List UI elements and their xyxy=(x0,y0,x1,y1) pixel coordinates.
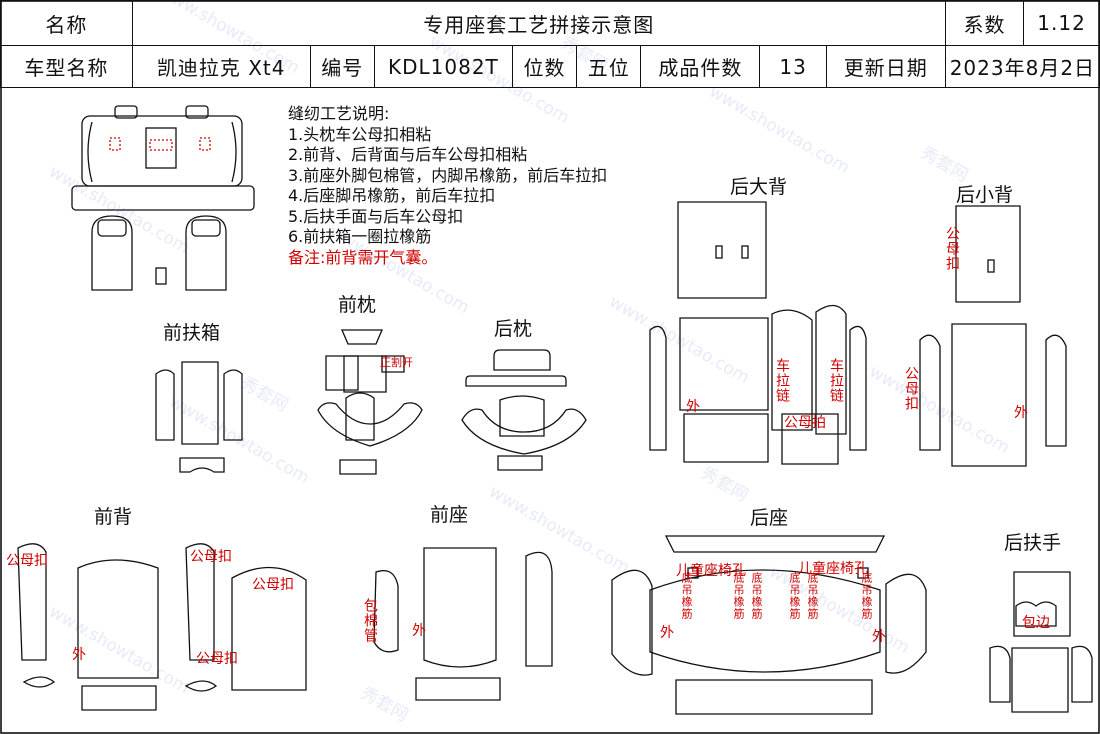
annot-gmk: 公母扣 xyxy=(252,577,294,593)
label-rear-seat: 后座 xyxy=(750,507,789,529)
seat-overview xyxy=(71,105,255,291)
front-headrest-pieces xyxy=(317,329,423,475)
label-front-back: 前背 xyxy=(94,506,133,528)
label-rear-big-back: 后大背 xyxy=(730,176,788,198)
note-item: 4.后座脚吊橡筋，前后车拉扣 xyxy=(288,186,496,205)
annot-cotton: 包棉管 xyxy=(362,598,378,643)
front-armbox-pieces xyxy=(155,361,243,473)
annot-child-seat: 儿童座椅孔 xyxy=(798,561,868,577)
annot-outer: 外 xyxy=(1014,405,1028,421)
model-value: 凯迪拉克 Xt4 xyxy=(131,45,311,88)
note-item: 2.前背、后背面与后车公母扣相粘 xyxy=(288,145,528,164)
annot-gmk: 公母扣 xyxy=(196,651,238,667)
annot-gmk: 公母扣 xyxy=(903,366,919,411)
annot-bottom-band: 底吊橡筋 xyxy=(788,572,801,620)
rear-big-back-pieces xyxy=(649,201,867,465)
annot-bottom-band: 底吊橡筋 xyxy=(750,572,763,620)
header-table: 名称 专用座套工艺拼接示意图 系数 1.12 车型名称 凯迪拉克 Xt4 编号 … xyxy=(0,0,1100,88)
label-rear-armrest: 后扶手 xyxy=(1004,532,1062,554)
annot-bottom-band: 底吊橡筋 xyxy=(806,572,819,620)
annot-outer: 外 xyxy=(412,623,426,639)
annot-gmk: 公母扣 xyxy=(190,549,232,565)
annot-gmk: 公母扣 xyxy=(944,226,960,271)
model-label: 车型名称 xyxy=(0,45,133,88)
annot-outer: 外 xyxy=(872,629,886,645)
code-label: 编号 xyxy=(309,45,375,88)
annot-zipper: 车拉链 xyxy=(828,358,844,403)
annot-child-seat: 儿童座椅孔 xyxy=(676,563,746,579)
rear-armrest-pieces xyxy=(989,571,1093,713)
label-front-seat: 前座 xyxy=(430,504,469,526)
label-front-armbox: 前扶箱 xyxy=(163,322,221,344)
notes-title: 缝纫工艺说明: xyxy=(288,104,390,123)
coef-label: 系数 xyxy=(944,0,1025,46)
pieces-label: 成品件数 xyxy=(640,45,761,88)
label-front-headrest: 前枕 xyxy=(338,294,377,316)
rear-small-back-pieces xyxy=(919,205,1067,467)
annot-outer: 外 xyxy=(660,625,674,641)
annot-zipper: 车拉链 xyxy=(774,358,790,403)
date-value: 2023年8月2日 xyxy=(944,45,1100,88)
pieces-value: 13 xyxy=(759,45,827,88)
seats-value: 五位 xyxy=(576,45,642,88)
note-item: 1.头枕车公母扣相粘 xyxy=(288,124,432,144)
page-title: 专用座套工艺拼接示意图 xyxy=(131,0,946,46)
annot-outer: 外 xyxy=(686,399,700,415)
note-remark: 备注:前背需开气囊。 xyxy=(288,247,438,267)
annot-gmk: 公母扣 xyxy=(6,553,48,569)
annot-gmk-short: 公母拍 xyxy=(784,415,826,431)
date-label: 更新日期 xyxy=(825,45,946,88)
note-item: 5.后扶手面与后车公母扣 xyxy=(288,206,464,226)
annot-bottom-band: 底吊橡筋 xyxy=(680,572,693,620)
seats-label: 位数 xyxy=(511,45,578,88)
front-back-pieces xyxy=(17,543,307,711)
label-rear-headrest: 后枕 xyxy=(494,318,533,340)
annot-outer: 外 xyxy=(72,647,86,663)
note-item: 3.前座外脚包棉管，内脚吊橡筋，前后车拉扣 xyxy=(288,165,608,185)
annot-wrap-edge: 包边 xyxy=(1022,615,1050,631)
annot-bottom-band: 底吊橡筋 xyxy=(732,572,745,620)
label-rear-small-back: 后小背 xyxy=(956,184,1014,206)
rear-seat-pieces xyxy=(611,535,927,715)
annot-bottom-band: 底吊橡筋 xyxy=(860,572,873,620)
sewing-notes: 缝纫工艺说明: 1.头枕车公母扣相粘 2.前背、后背面与后车公母扣相粘 3.前座… xyxy=(288,104,607,268)
annot-side-open: 正割开 xyxy=(380,356,413,369)
note-item: 6.前扶箱一圈拉橡筋 xyxy=(288,227,432,246)
front-seat-pieces xyxy=(373,547,553,701)
rear-headrest-pieces xyxy=(461,349,587,471)
code-value: KDL1082T xyxy=(373,45,513,88)
name-label: 名称 xyxy=(0,0,133,46)
